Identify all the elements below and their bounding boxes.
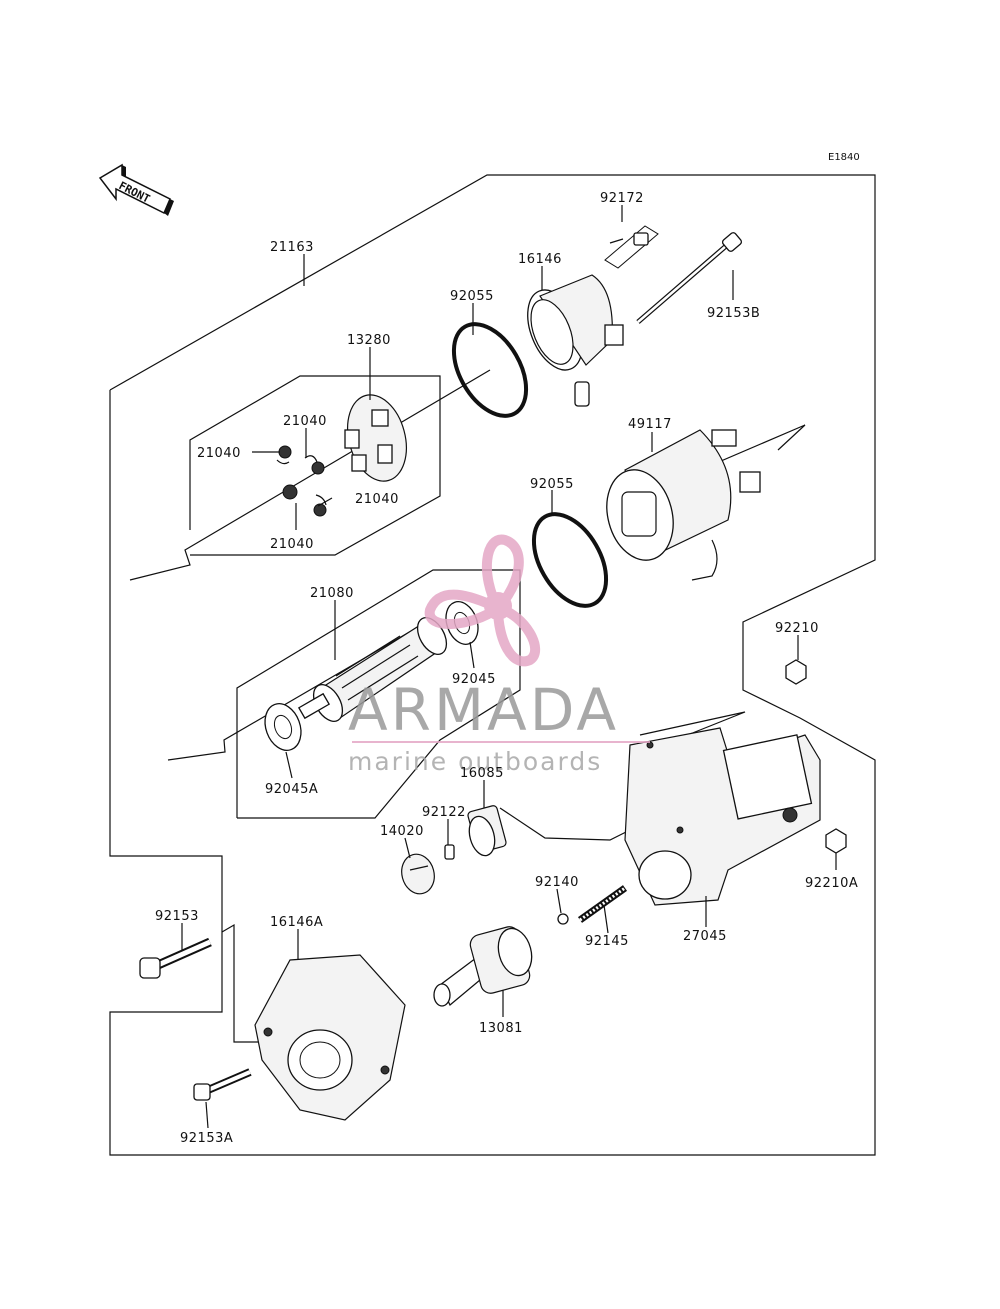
label-16146A: 16146A (270, 915, 323, 930)
label-21040-c: 21040 (355, 492, 399, 507)
part-labels: 21163 92172 16146 92055 92153B 13280 210… (155, 191, 858, 1146)
label-92045: 92045 (452, 672, 496, 687)
part-21040-springs (276, 445, 327, 517)
propeller-logo-icon (424, 534, 541, 667)
label-49117: 49117 (628, 417, 672, 432)
part-92153B-through-bolt (636, 232, 743, 324)
part-92122-pin (444, 844, 455, 860)
label-92153A: 92153A (180, 1131, 233, 1146)
watermark-tagline: marine outboards (348, 747, 602, 776)
label-16085: 16085 (460, 766, 504, 781)
part-92140-ball (557, 913, 569, 925)
part-27045-housing (624, 727, 821, 906)
label-13081: 13081 (479, 1021, 523, 1036)
part-13081-clutch (433, 926, 533, 1007)
label-21040-b: 21040 (197, 446, 241, 461)
axis-lines (129, 369, 806, 761)
label-92055-top: 92055 (450, 289, 494, 304)
part-92145-spring (577, 885, 628, 923)
label-92210: 92210 (775, 621, 819, 636)
label-92145: 92145 (585, 934, 629, 949)
leader-lines (181, 205, 837, 1129)
part-92210A-nut (825, 828, 847, 854)
label-27045: 27045 (683, 929, 727, 944)
part-16146A-front-cover (254, 954, 406, 1121)
part-92172-screw (604, 225, 659, 269)
part-92055-o-ring-top (451, 322, 529, 418)
part-92153-bolt (139, 937, 212, 979)
assembly-outline (109, 174, 876, 1156)
label-21080: 21080 (310, 586, 354, 601)
watermark-brand: ARMADA (348, 676, 619, 744)
part-16146-end-cover (527, 274, 624, 407)
part-16085-idler-gear (467, 805, 507, 857)
front-arrow-icon: FRONT (98, 163, 174, 216)
label-14020: 14020 (380, 824, 424, 839)
diagram-code: E1840 (828, 152, 860, 163)
label-92210A: 92210A (805, 876, 858, 891)
part-92210-nut (785, 659, 807, 685)
label-92172: 92172 (600, 191, 644, 206)
label-92153: 92153 (155, 909, 199, 924)
label-92045A: 92045A (265, 782, 318, 797)
part-92153A-bolt (193, 1068, 252, 1101)
label-92055-mid: 92055 (530, 477, 574, 492)
part-92055-o-ring-mid (531, 512, 609, 608)
part-14020-retainer (401, 853, 435, 895)
part-13280-brush-holder (344, 394, 407, 482)
part-92045A-bearing (264, 703, 302, 751)
label-92153B: 92153B (707, 306, 760, 321)
label-21040-a: 21040 (283, 414, 327, 429)
label-21040-d: 21040 (270, 537, 314, 552)
watermark: ARMADA marine outboards (348, 534, 650, 776)
label-13280: 13280 (347, 333, 391, 348)
part-49117-yoke (606, 429, 761, 581)
label-21163: 21163 (270, 240, 314, 255)
label-92140: 92140 (535, 875, 579, 890)
label-16146: 16146 (518, 252, 562, 267)
label-92122: 92122 (422, 805, 466, 820)
